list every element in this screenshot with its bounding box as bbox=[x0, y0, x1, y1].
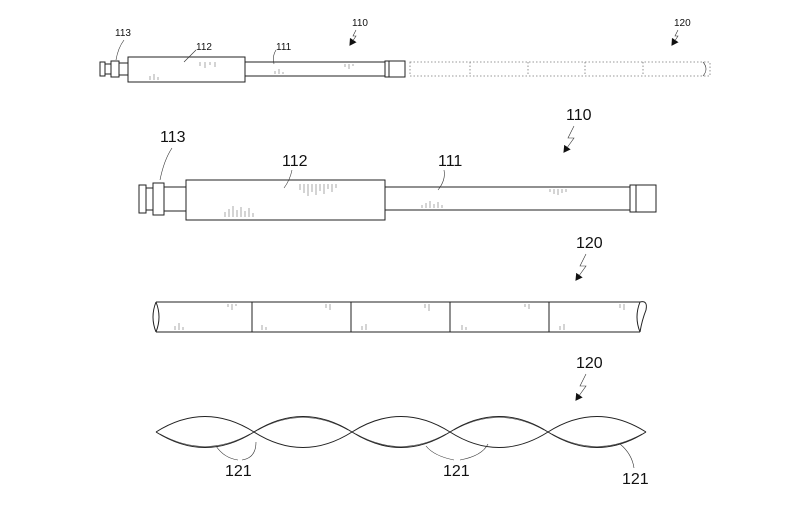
top-strap bbox=[409, 61, 711, 77]
label-113: 113 bbox=[160, 129, 186, 146]
enlarged-strap-labels: 120 bbox=[575, 235, 603, 281]
knob-cap bbox=[138, 184, 147, 214]
top-labels: 113 112 111 110 120 bbox=[115, 18, 691, 65]
enlarged-rod-assembly bbox=[138, 179, 657, 221]
top-rod bbox=[244, 61, 386, 77]
label-120-strap: 120 bbox=[576, 235, 603, 252]
label-top-111: 111 bbox=[276, 42, 292, 53]
top-sleeve bbox=[127, 56, 246, 83]
label-121-right: 121 bbox=[622, 471, 649, 488]
label-111: 111 bbox=[438, 153, 462, 170]
enlarged-rod-labels: 113 112 111 110 bbox=[159, 107, 592, 191]
top-knob bbox=[99, 61, 106, 77]
rod-end-cap bbox=[629, 184, 657, 213]
label-121-left: 121 bbox=[225, 463, 252, 480]
label-top-110: 110 bbox=[352, 18, 368, 29]
twisted-strap-labels: 120 121 121 121 bbox=[215, 355, 649, 488]
label-120-twisted: 120 bbox=[576, 355, 603, 372]
enlarged-strap bbox=[152, 301, 647, 333]
label-top-120: 120 bbox=[674, 18, 691, 29]
label-top-113: 113 bbox=[115, 28, 131, 39]
label-112: 112 bbox=[282, 153, 308, 170]
twisted-strap bbox=[155, 416, 647, 448]
label-top-112: 112 bbox=[196, 42, 212, 53]
label-110: 110 bbox=[566, 107, 592, 124]
top-rod-assembly bbox=[99, 56, 406, 83]
label-121-middle: 121 bbox=[443, 463, 470, 480]
